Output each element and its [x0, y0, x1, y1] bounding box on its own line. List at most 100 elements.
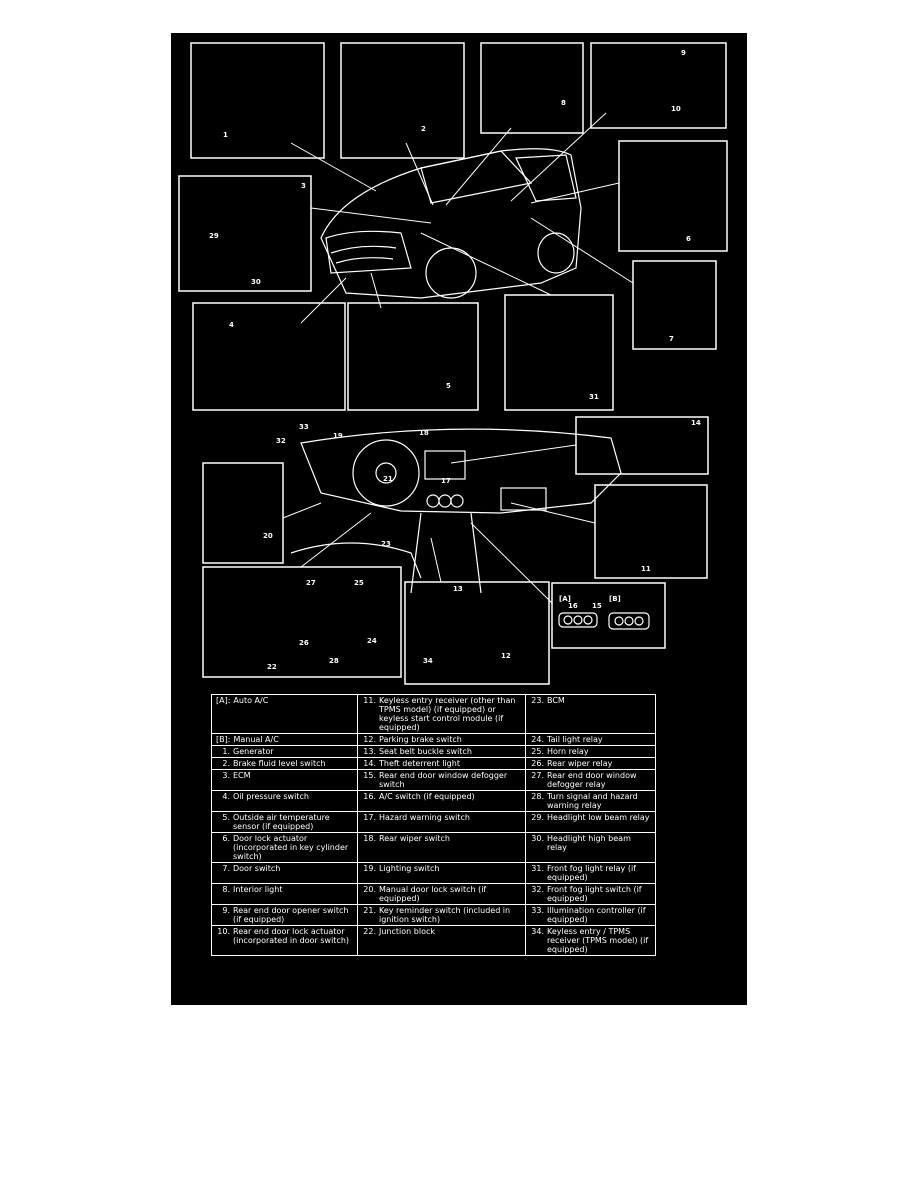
legend-item-text: Front fog light switch (if equipped) [547, 885, 642, 903]
legend-row: 1.Generator 13.Seat belt buckle switch 25.… [211, 745, 656, 758]
legend-cell: 14.Theft deterrent light [357, 757, 526, 770]
callout-14: 14 [691, 419, 701, 427]
legend-cell: 2.Brake fluid level switch [211, 757, 358, 770]
legend-cell: 28.Turn signal and hazard warning relay [525, 790, 656, 812]
legend-cell: 8.Interior light [211, 883, 358, 905]
callout-29: 29 [209, 232, 219, 240]
legend-item-text: Oil pressure switch [233, 792, 309, 801]
inset-keyless-receiver [594, 484, 708, 579]
inset-fog-relay [504, 294, 614, 411]
legend-cell: 17.Hazard warning switch [357, 811, 526, 833]
legend-item-text: Rear wiper relay [547, 759, 613, 768]
inset-door-lock-switch [202, 462, 284, 564]
legend-row: 10.Rear end door lock actuator (incorpor… [211, 925, 656, 956]
callout-33: 33 [299, 423, 309, 431]
legend-item-number: 25. [531, 747, 544, 756]
legend-item-number: 31. [531, 864, 544, 873]
callout-16: 16 [568, 602, 578, 610]
legend-item-number: 1. [222, 747, 230, 756]
legend-item-text: Rear end door window defogger relay [547, 771, 637, 789]
legend-item-number: 24. [531, 735, 544, 744]
legend-item-text: Key reminder switch (included in ignitio… [379, 906, 511, 924]
legend-cell: 23.BCM [525, 694, 656, 734]
legend-item-text: Door lock actuator (incorporated in key … [233, 834, 349, 861]
callout-24: 24 [367, 637, 377, 645]
inset-ecm [178, 175, 312, 292]
legend-item-number: 28. [531, 792, 544, 801]
legend-cell: 7.Door switch [211, 862, 358, 884]
legend-cell: 29.Headlight low beam relay [525, 811, 656, 833]
legend-row: 3.ECM 15.Rear end door window defogger sw… [211, 769, 656, 791]
legend-item-text: Headlight high beam relay [547, 834, 631, 852]
callout-15: 15 [592, 602, 602, 610]
callout-19: 19 [333, 432, 343, 440]
legend-cell: 15.Rear end door window defogger switch [357, 769, 526, 791]
callout-20: 20 [263, 532, 273, 540]
legend-item-number: 16. [363, 792, 376, 801]
legend-row: 6.Door lock actuator (incorporated in ke… [211, 832, 656, 863]
legend-item-number: 12. [363, 735, 376, 744]
callout-12: 12 [501, 652, 511, 660]
callout-2: 2 [421, 125, 426, 133]
legend-item-text: Seat belt buckle switch [379, 747, 472, 756]
legend-item-number: 9. [222, 906, 230, 915]
legend-cell: 20.Manual door lock switch (if equipped) [357, 883, 526, 905]
legend-item-number: 10. [217, 927, 230, 936]
callout-3: 3 [301, 182, 306, 190]
legend-item-number: 17. [363, 813, 376, 822]
legend-item-number: 5. [222, 813, 230, 822]
legend-cell: 6.Door lock actuator (incorporated in ke… [211, 832, 358, 863]
legend-item-text: Lighting switch [379, 864, 440, 873]
legend-item-text: Tail light relay [547, 735, 603, 744]
legend-item-number: 4. [222, 792, 230, 801]
legend-cell: 32.Front fog light switch (if equipped) [525, 883, 656, 905]
legend-cell: 33.Illumination controller (if equipped) [525, 904, 656, 926]
legend-item-number: 18. [363, 834, 376, 843]
legend-cell: 31.Front fog light relay (if equipped) [525, 862, 656, 884]
legend-item-text: A/C switch (if equipped) [379, 792, 475, 801]
legend-item-number: 3. [222, 771, 230, 780]
legend-item-text: Hazard warning switch [379, 813, 470, 822]
legend-item-text: Generator [233, 747, 274, 756]
legend-cell: [A]:Auto A/C [211, 694, 358, 734]
callout-10: 10 [671, 105, 681, 113]
legend-cell: 19.Lighting switch [357, 862, 526, 884]
legend-item-text: ECM [233, 771, 251, 780]
legend-cell: 30.Headlight high beam relay [525, 832, 656, 863]
callout-18: 18 [419, 429, 429, 437]
legend-item-number: 22. [363, 927, 376, 936]
callout-7: 7 [669, 335, 674, 343]
inset-door-lock-actuator [618, 140, 728, 252]
legend-item-number: 32. [531, 885, 544, 894]
legend-item-text: Illumination controller (if equipped) [547, 906, 646, 924]
callout-8: 8 [561, 99, 566, 107]
legend-cell: 16.A/C switch (if equipped) [357, 790, 526, 812]
legend-item-number: [B]: [216, 735, 231, 744]
legend-row: 5.Outside air temperature sensor (if equ… [211, 811, 656, 833]
legend-item-text: Outside air temperature sensor (if equip… [233, 813, 330, 831]
legend-cell: 12.Parking brake switch [357, 733, 526, 746]
legend-item-number: 11. [363, 696, 376, 705]
legend-cell: 26.Rear wiper relay [525, 757, 656, 770]
inset-ac-switch [551, 582, 666, 649]
legend-item-number: 15. [363, 771, 376, 780]
callout-21: 21 [383, 475, 393, 483]
callout-31: 31 [589, 393, 599, 401]
inset-interior-light [480, 42, 584, 134]
legend-item-number: 30. [531, 834, 544, 843]
callout-30: 30 [251, 278, 261, 286]
inset-seat-belt [404, 581, 550, 685]
callout-5: 5 [446, 382, 451, 390]
callout-34: 34 [423, 657, 433, 665]
inset-generator [190, 42, 325, 159]
callout-26: 26 [299, 639, 309, 647]
legend-cell: 11.Keyless entry receiver (other than TP… [357, 694, 526, 734]
legend-item-number: 13. [363, 747, 376, 756]
callout-25: 25 [354, 579, 364, 587]
legend-item-text: Front fog light relay (if equipped) [547, 864, 636, 882]
legend-item-text: Headlight low beam relay [547, 813, 650, 822]
callout-28: 28 [329, 657, 339, 665]
legend-cell: 10.Rear end door lock actuator (incorpor… [211, 925, 358, 956]
